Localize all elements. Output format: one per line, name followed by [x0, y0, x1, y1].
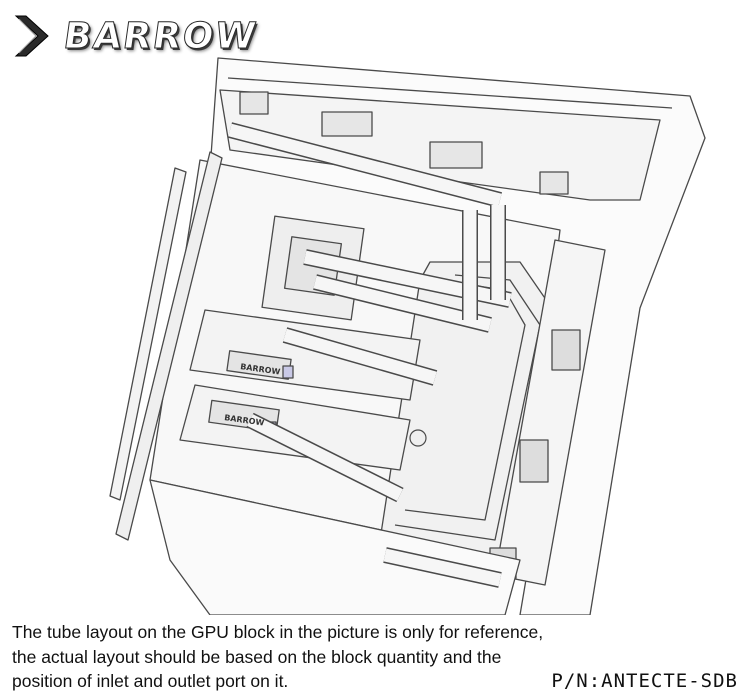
caption-line: the actual layout should be based on the… — [12, 646, 502, 667]
chevron-arrow-icon — [14, 15, 49, 57]
case-layout-drawing: BARROW BARROW — [109, 57, 706, 615]
fan-clip — [539, 171, 569, 195]
fan-clip — [321, 111, 373, 137]
caption-line: position of inlet and outlet port on it. — [12, 671, 289, 691]
caption-line: The tube layout on the GPU block in the … — [12, 622, 544, 642]
caption: The tube layout on the GPU block in the … — [12, 620, 612, 694]
radiator — [494, 239, 606, 586]
brand-logo: BARROW — [8, 10, 260, 62]
part-number: P/N:ANTECTE-SDB — [551, 670, 738, 692]
gpu-card-top — [189, 309, 421, 401]
fan-clip — [239, 91, 269, 115]
pci-bracket — [115, 151, 223, 541]
fan-clip — [429, 141, 483, 169]
